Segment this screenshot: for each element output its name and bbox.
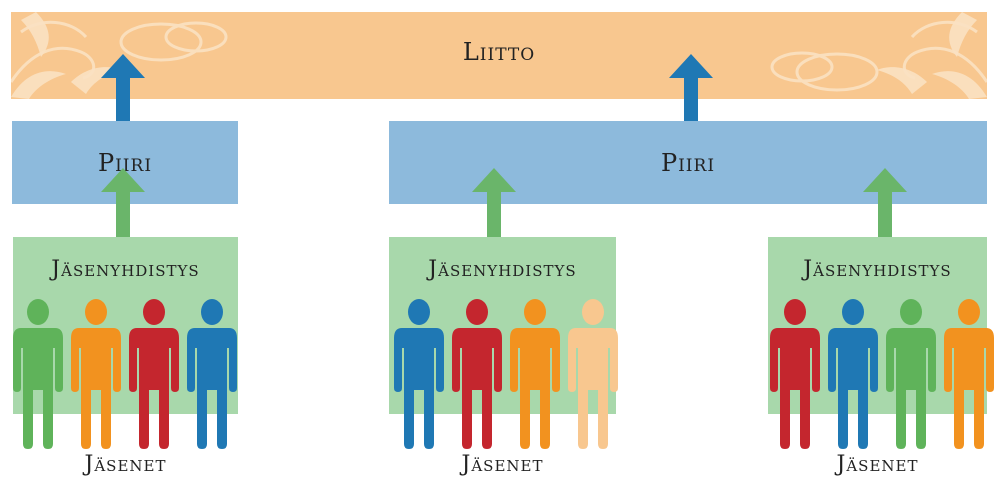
person-icon [568,299,618,449]
person-icon [394,299,444,449]
person-icon [886,299,936,449]
arrow-up-icon [863,168,907,238]
group-label: Jäsenyhdistys [803,257,952,282]
person-icon [187,299,237,449]
person-icon [71,299,121,449]
arrow-up-icon [472,168,516,238]
liitto-box: Liitto [11,12,987,99]
arrow-up-icon [101,54,145,124]
person-icon [944,299,994,449]
arrow-up-icon [101,168,145,238]
person-icon [452,299,502,449]
ornament-right-icon [770,12,987,99]
liitto-label: Liitto [462,38,536,66]
person-icon [129,299,179,449]
arrow-up-icon [669,54,713,124]
members-label-3: Jäsenet [836,452,919,477]
members-label-2: Jäsenet [461,452,544,477]
piiri-label: Piiri [660,148,716,177]
group-label: Jäsenyhdistys [428,257,577,282]
person-icon [770,299,820,449]
members-label-1: Jäsenet [84,452,167,477]
person-icon [828,299,878,449]
group-label: Jäsenyhdistys [51,257,200,282]
ornament-left-icon [11,12,228,99]
person-icon [510,299,560,449]
person-icon [13,299,63,449]
